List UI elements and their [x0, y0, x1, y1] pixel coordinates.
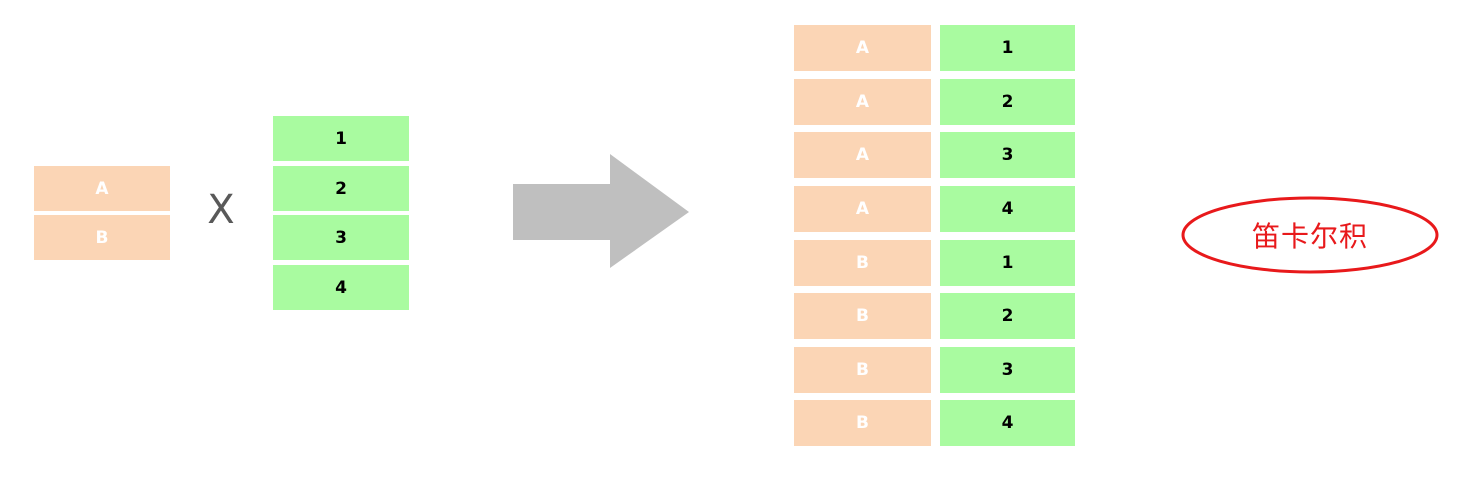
- right-arrow-icon: [513, 154, 691, 275]
- result-letter-cell: A: [794, 186, 931, 232]
- oval-outline: [1181, 196, 1439, 274]
- result-number-cell: 2: [940, 79, 1075, 125]
- times-operator: X: [207, 187, 235, 233]
- result-letter-cell: A: [794, 132, 931, 178]
- result-number-cell: 2: [940, 293, 1075, 339]
- label-text: 笛卡尔积: [1251, 220, 1368, 253]
- result-number-cell: 4: [940, 400, 1075, 446]
- result-letter-cell: B: [794, 347, 931, 393]
- number-cell-2: 2: [273, 166, 409, 211]
- result-letter-cell: A: [794, 79, 931, 125]
- result-letter-cell: B: [794, 400, 931, 446]
- letter-cell-b: B: [34, 215, 170, 260]
- result-letter-cell: B: [794, 293, 931, 339]
- result-number-cell: 3: [940, 347, 1075, 393]
- result-letter-cell: A: [794, 25, 931, 71]
- number-cell-4: 4: [273, 265, 409, 310]
- number-cell-3: 3: [273, 215, 409, 260]
- letter-cell-a: A: [34, 166, 170, 211]
- result-number-cell: 1: [940, 240, 1075, 286]
- result-letter-cell: B: [794, 240, 931, 286]
- result-number-cell: 3: [940, 132, 1075, 178]
- cartesian-product-label: 笛卡尔积: [1181, 196, 1439, 274]
- number-cell-1: 1: [273, 116, 409, 161]
- result-number-cell: 1: [940, 25, 1075, 71]
- result-number-cell: 4: [940, 186, 1075, 232]
